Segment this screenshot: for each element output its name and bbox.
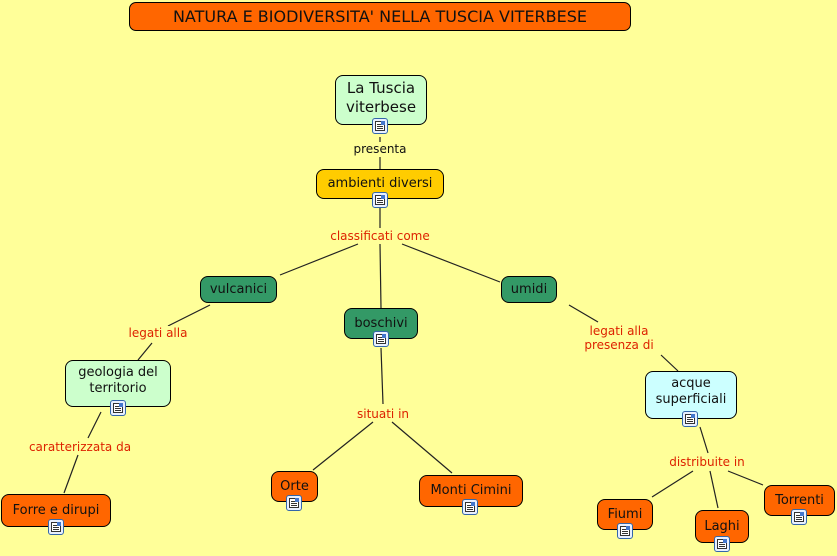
concept-label: Orte [280, 478, 309, 494]
concept-vulcanici[interactable]: vulcanici [200, 276, 277, 303]
link-line [380, 347, 384, 405]
link-line [391, 421, 453, 474]
link-line [137, 342, 153, 361]
document-image-icon[interactable] [714, 536, 730, 552]
link-line [709, 470, 719, 509]
link-label-legati-alla: legati alla [128, 326, 188, 340]
concept-label: Torrenti [775, 492, 824, 508]
link-label-presenta: presenta [353, 142, 407, 156]
document-image-icon[interactable] [286, 495, 302, 511]
link-line [568, 304, 599, 323]
link-line [651, 470, 694, 498]
document-image-icon[interactable] [110, 400, 126, 416]
concept-forre-e-dirupi[interactable]: Forre e dirupi [1, 494, 111, 527]
concept-label: umidi [510, 281, 548, 297]
link-line [401, 243, 501, 283]
document-image-icon[interactable] [682, 411, 698, 427]
concept-label: Fiumi [607, 506, 643, 522]
map-title: NATURA E BIODIVERSITA' NELLA TUSCIA VITE… [129, 2, 631, 31]
link-line [312, 421, 374, 471]
concept-label: acque superficiali [655, 376, 727, 407]
link-label-classificati-come: classificati come [330, 229, 430, 243]
document-image-icon[interactable] [791, 509, 807, 525]
concept-label: Forre e dirupi [12, 502, 100, 518]
concept-umidi[interactable]: umidi [501, 276, 557, 303]
concept-label: Monti Cimini [430, 483, 512, 498]
link-label-distribuite-in: distribuite in [669, 455, 745, 469]
concept-label: Laghi [704, 518, 740, 534]
concept-orte[interactable]: Orte [271, 471, 318, 502]
link-label-situati-in: situati in [356, 407, 410, 421]
concept-label: La Tuscia viterbese [345, 79, 417, 116]
concept-geologia-del-territorio[interactable]: geologia del territorio [65, 360, 171, 407]
concept-label: ambienti diversi [327, 176, 433, 191]
document-image-icon[interactable] [462, 499, 478, 515]
link-line [727, 470, 764, 486]
link-line [63, 454, 79, 494]
concept-label: geologia del territorio [78, 364, 158, 396]
document-image-icon[interactable] [48, 519, 64, 535]
link-line [279, 243, 359, 276]
link-line [660, 354, 679, 372]
document-image-icon[interactable] [372, 118, 388, 134]
document-image-icon[interactable] [617, 523, 633, 539]
concept-label: vulcanici [209, 281, 268, 297]
link-line [167, 304, 211, 327]
link-line [699, 426, 709, 454]
document-image-icon[interactable] [372, 192, 388, 208]
link-label-caratterizzata-da: caratterizzata da [28, 440, 132, 454]
document-image-icon[interactable] [373, 331, 389, 347]
link-line [87, 411, 102, 439]
link-label-legati-alla-presenza-di: legati alla presenza di [579, 324, 659, 352]
link-line [379, 243, 382, 309]
concept-label: boschivi [354, 315, 408, 331]
